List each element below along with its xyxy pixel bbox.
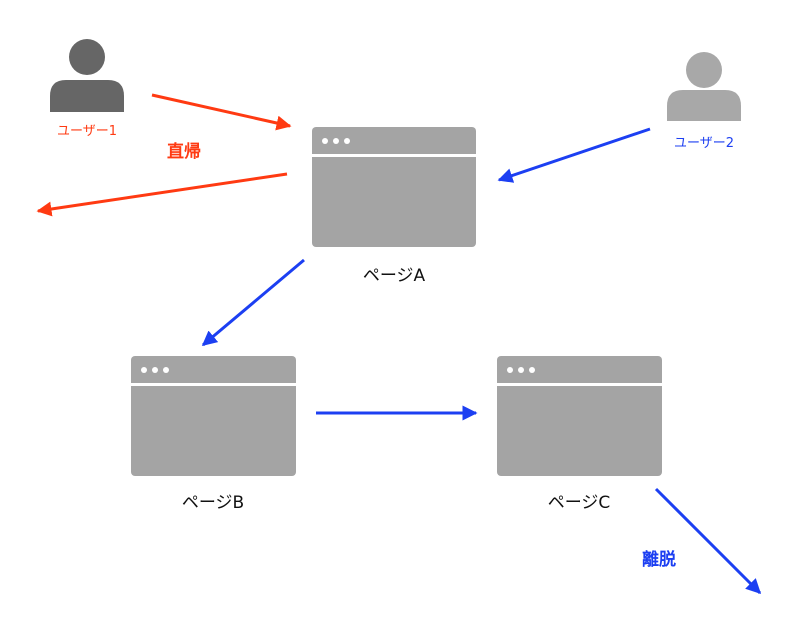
- page-a-label: ページA: [362, 266, 426, 286]
- window-dot-icon: [344, 138, 350, 144]
- window-titlebar: [497, 356, 662, 386]
- window-dot-icon: [152, 367, 158, 373]
- user1-label: ユーザー1: [56, 124, 118, 139]
- arrow-user1-to-page-a: [151, 93, 292, 131]
- page-c-label: ページC: [547, 493, 611, 513]
- page-b-window-icon: [131, 356, 296, 476]
- user2-label: ユーザー2: [673, 136, 735, 151]
- user2-icon: [667, 52, 741, 121]
- window-dot-icon: [333, 138, 339, 144]
- page-c-window-icon: [497, 356, 662, 476]
- window-titlebar: [312, 127, 476, 157]
- user1-icon: [50, 39, 124, 112]
- page-b-label: ページB: [181, 493, 245, 513]
- page-a-window-icon: [312, 127, 476, 247]
- arrow-user2-to-page-a: [497, 127, 651, 183]
- window-dot-icon: [529, 367, 535, 373]
- window-dot-icon: [518, 367, 524, 373]
- window-dot-icon: [141, 367, 147, 373]
- window-dot-icon: [163, 367, 169, 373]
- exit-label: 離脱: [642, 550, 676, 570]
- window-dot-icon: [507, 367, 513, 373]
- arrow-page-a-to-page-b: [201, 258, 305, 347]
- arrow-page-c-exit: [654, 487, 762, 595]
- bounce-label: 直帰: [167, 142, 201, 162]
- arrow-bounce-exit: [36, 172, 288, 217]
- window-titlebar: [131, 356, 296, 386]
- window-dot-icon: [322, 138, 328, 144]
